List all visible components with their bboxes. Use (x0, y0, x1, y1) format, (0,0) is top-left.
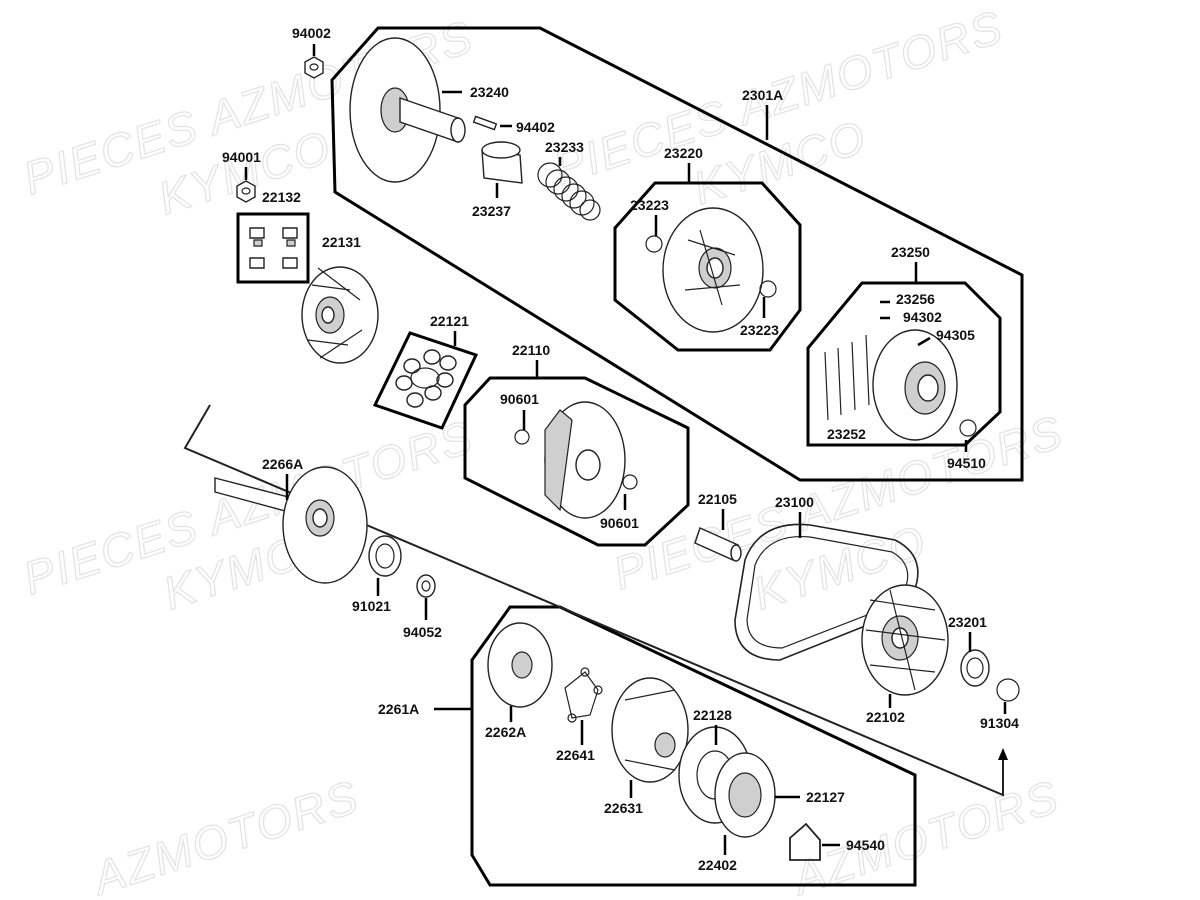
slider-pieces-drawing (249, 227, 298, 269)
collar-22105-drawing (694, 527, 742, 562)
group-outline-2261A (470, 605, 917, 887)
part-label: 22121 (430, 313, 469, 329)
pin-94402-drawing (472, 115, 498, 131)
part-label: 22127 (806, 789, 845, 805)
part-label: 23237 (472, 203, 511, 219)
part-label: 94002 (292, 25, 331, 41)
part-label: 22402 (698, 857, 737, 873)
nut-94001-drawing (236, 180, 256, 203)
drive-plate-2262A-drawing (487, 622, 553, 708)
cam-23220-drawing (645, 207, 777, 333)
part-label: 23252 (827, 426, 866, 442)
clip-94540-drawing (789, 822, 821, 861)
part-label: 22110 (512, 342, 550, 358)
part-label: 94510 (947, 455, 986, 471)
part-label: 23100 (775, 494, 814, 510)
part-label: 23233 (545, 139, 584, 155)
part-label: 94302 (903, 309, 942, 325)
ramp-plate-drawing (301, 266, 379, 364)
part-label: 90601 (500, 391, 539, 407)
part-label: 94305 (936, 327, 975, 343)
bearing-91021-drawing (368, 535, 402, 577)
part-label: 23250 (891, 244, 930, 260)
group-outline-22132 (236, 212, 310, 284)
group-outline-23250 (806, 281, 1002, 447)
clutch-springs-22641-drawing (564, 667, 603, 723)
assembly-frame-line (183, 404, 1004, 797)
part-label: 2301A (742, 87, 783, 103)
part-label: 22631 (604, 800, 643, 816)
nut-94052-drawing (416, 574, 436, 598)
seal-23201-drawing (960, 649, 990, 687)
part-label: 22132 (262, 189, 301, 205)
group-outline-22121 (372, 331, 479, 430)
part-label: 94402 (516, 119, 555, 135)
part-label: 22105 (698, 491, 737, 507)
part-label: 2262A (485, 724, 526, 740)
part-label: 23256 (896, 291, 935, 307)
part-label: 91304 (980, 715, 1019, 731)
circlip-91304-drawing (996, 678, 1020, 702)
clutch-ring-22127-drawing (714, 752, 776, 838)
movable-drive-face-drawing (514, 401, 638, 519)
arrow-up-icon (998, 748, 1008, 760)
part-label: 23223 (630, 197, 669, 213)
part-label: 23201 (948, 614, 987, 630)
weight-rollers-drawing (395, 349, 457, 408)
group-outline-2301A (330, 26, 1024, 482)
part-label: 94052 (403, 624, 442, 640)
part-label: 22641 (556, 747, 595, 763)
drive-belt-23100-drawing (734, 523, 919, 661)
watermark-layer: PIECES AZMOTORS KYMCO PIECES AZMOTORS KY… (16, 0, 1070, 900)
part-label: 90601 (600, 515, 639, 531)
part-label: 23240 (470, 84, 509, 100)
watermark-text: AZMOTORS (84, 770, 365, 900)
group-outline-22110 (463, 376, 690, 547)
part-label: 22131 (322, 234, 361, 250)
part-label: 22128 (693, 707, 732, 723)
part-label: 94540 (846, 837, 885, 853)
part-label: 91021 (352, 598, 391, 614)
nut-94002-drawing (304, 56, 324, 79)
leader-lines (244, 44, 1007, 855)
part-label: 2261A (378, 701, 419, 717)
sliding-sheave-drawing (349, 37, 466, 183)
part-label: 94001 (222, 149, 261, 165)
part-labels: 94002 94001 22132 22131 23240 94402 2323… (222, 25, 1019, 873)
clutch-plate-23250-drawing (824, 329, 977, 441)
part-label: 23223 (740, 322, 779, 338)
clutch-shoes-22631-drawing (611, 677, 689, 783)
part-label: 23220 (664, 145, 703, 161)
group-outline-23220 (613, 181, 802, 352)
part-label: 2266A (262, 456, 303, 472)
clutch-outer-22102-drawing (861, 584, 949, 696)
drive-shaft-2266A-drawing (214, 466, 368, 584)
part-label: 22102 (866, 709, 905, 725)
collar-23237-drawing (481, 141, 523, 184)
spring-23233-drawing (537, 162, 601, 221)
